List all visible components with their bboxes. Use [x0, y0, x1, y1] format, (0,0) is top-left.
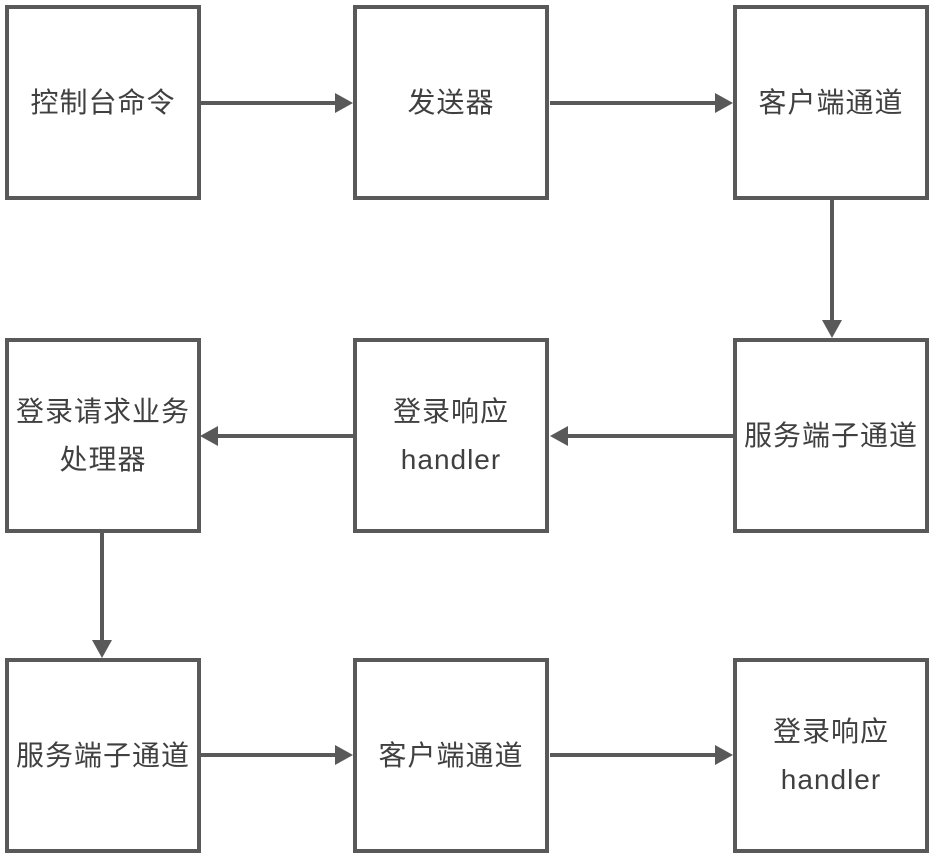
- arrow-server-child-channel-to-login-response-handler: [550, 426, 733, 446]
- node-label-line1: 登录请求业务: [15, 395, 190, 427]
- arrow-sender-to-client-channel: [550, 93, 733, 113]
- arrow-head-down-icon: [92, 640, 112, 658]
- arrow-line: [100, 533, 104, 642]
- arrow-head-right-icon: [335, 745, 353, 765]
- node-label: 服务端子通道: [15, 739, 190, 771]
- node-label-line1: 登录响应: [392, 395, 509, 427]
- arrow-line: [550, 753, 717, 757]
- node-label: 发送器: [407, 86, 495, 118]
- node-sender: 发送器: [353, 5, 549, 200]
- arrow-client-channel-to-server-child-channel: [822, 200, 842, 338]
- node-label-line2: handler: [400, 443, 502, 475]
- arrow-console-command-to-sender: [200, 93, 353, 113]
- arrow-login-response-handler-to-login-request-business-handler: [200, 426, 353, 446]
- arrow-head-down-icon: [822, 320, 842, 338]
- node-client-channel-bottom: 客户端通道: [353, 658, 549, 853]
- arrow-line: [566, 434, 733, 438]
- arrow-head-right-icon: [715, 93, 733, 113]
- arrow-line: [830, 200, 834, 322]
- node-server-child-channel-bottom: 服务端子通道: [5, 658, 201, 853]
- arrow-login-request-business-handler-to-server-child-channel: [92, 533, 112, 658]
- arrow-server-child-channel-to-client-channel: [200, 745, 353, 765]
- arrow-line: [216, 434, 353, 438]
- node-label-line2: 处理器: [59, 443, 147, 475]
- node-client-channel-top: 客户端通道: [733, 5, 929, 200]
- node-login-response-handler-mid: 登录响应 handler: [353, 338, 549, 533]
- arrow-client-channel-to-login-response-handler: [550, 745, 733, 765]
- arrow-line: [200, 753, 337, 757]
- arrow-line: [200, 101, 337, 105]
- arrow-line: [550, 101, 717, 105]
- node-label: 服务端子通道: [743, 419, 918, 451]
- arrow-head-left-icon: [550, 426, 568, 446]
- arrow-head-right-icon: [335, 93, 353, 113]
- node-server-child-channel-mid: 服务端子通道: [733, 338, 929, 533]
- node-label: 客户端通道: [758, 86, 904, 118]
- node-console-command: 控制台命令: [5, 5, 201, 200]
- node-login-request-business-handler: 登录请求业务 处理器: [5, 338, 201, 533]
- node-label: 控制台命令: [30, 86, 176, 118]
- arrow-head-left-icon: [200, 426, 218, 446]
- node-label: 客户端通道: [378, 739, 524, 771]
- arrow-head-right-icon: [715, 745, 733, 765]
- node-label-line1: 登录响应: [772, 715, 889, 747]
- node-label-line2: handler: [780, 763, 882, 795]
- node-login-response-handler-bottom: 登录响应 handler: [733, 658, 929, 853]
